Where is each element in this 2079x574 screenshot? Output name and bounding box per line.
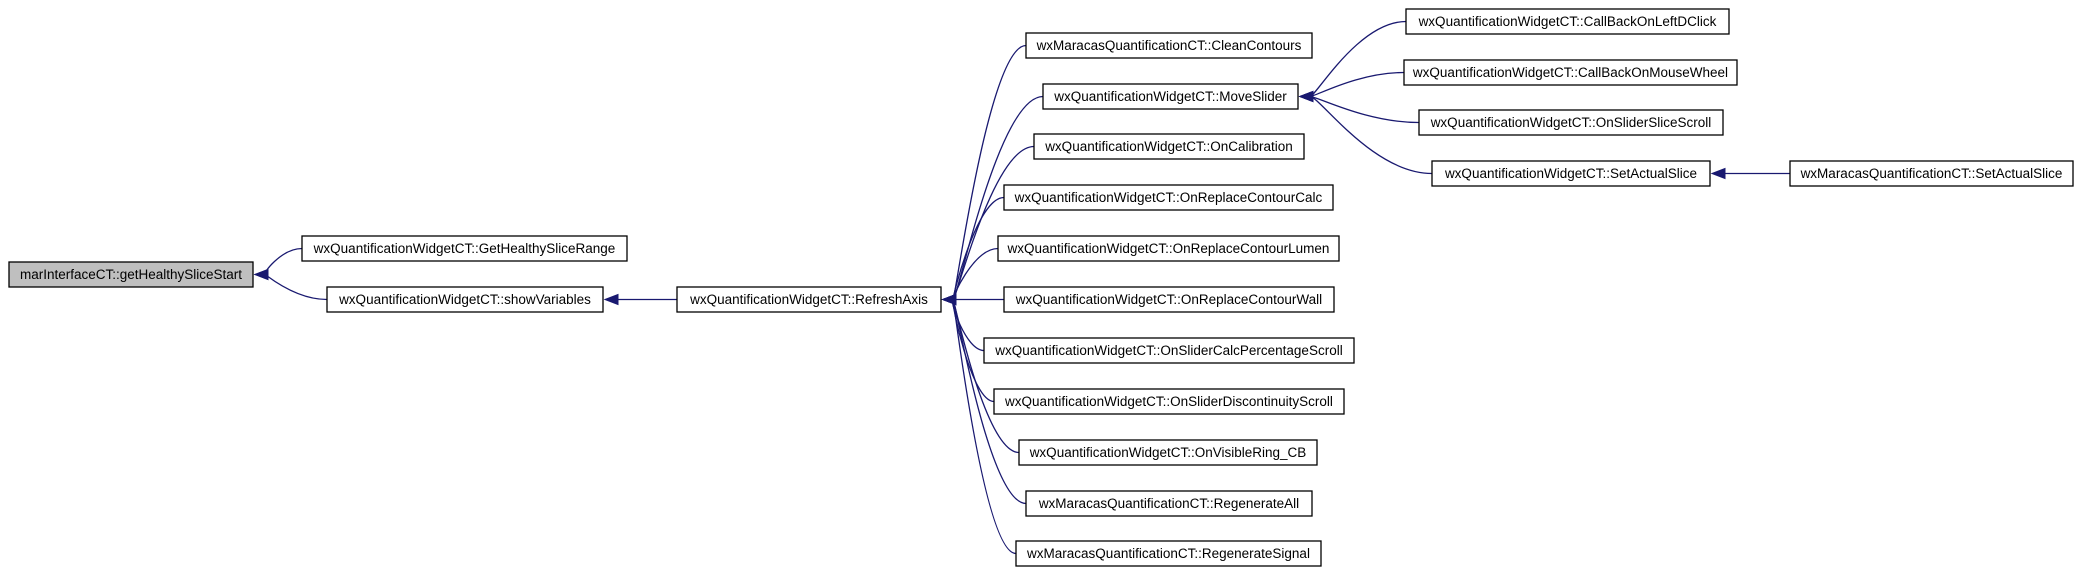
edge-n1-to-n0: [264, 247, 303, 276]
node-box[interactable]: [301, 235, 628, 262]
node-box[interactable]: [1033, 133, 1305, 160]
function-node[interactable]: wxQuantificationWidgetCT::showVariables: [326, 286, 604, 313]
edge-n17-to-n5: [1309, 95, 1420, 124]
node-box[interactable]: [326, 286, 604, 313]
function-node[interactable]: wxQuantificationWidgetCT::GetHealthySlic…: [301, 235, 628, 262]
function-node[interactable]: wxMaracasQuantificationCT::RegenerateAll: [1025, 490, 1313, 517]
function-node[interactable]: wxQuantificationWidgetCT::RefreshAxis: [676, 286, 942, 313]
node-box[interactable]: [1403, 59, 1738, 86]
function-node[interactable]: wxMaracasQuantificationCT::RegenerateSig…: [1015, 540, 1322, 567]
node-box[interactable]: [1003, 286, 1335, 313]
node-label: wxQuantificationWidgetCT::OnReplaceConto…: [1007, 241, 1330, 256]
node-label: wxQuantificationWidgetCT::GetHealthySlic…: [313, 241, 616, 256]
edge-n18-to-n5: [1309, 95, 1433, 175]
edge-n6-to-n3: [952, 145, 1035, 301]
node-label: wxQuantificationWidgetCT::showVariables: [338, 292, 591, 307]
node-label: wxMaracasQuantificationCT::RegenerateSig…: [1026, 546, 1310, 561]
function-node[interactable]: wxQuantificationWidgetCT::CallBackOnLeft…: [1405, 8, 1730, 35]
function-node[interactable]: wxQuantificationWidgetCT::OnCalibration: [1033, 133, 1305, 160]
function-node[interactable]: wxQuantificationWidgetCT::SetActualSlice: [1431, 160, 1711, 187]
node-label: wxQuantificationWidgetCT::SetActualSlice: [1444, 166, 1697, 181]
node-label: wxQuantificationWidgetCT::OnVisibleRing_…: [1029, 445, 1307, 460]
node-label: wxQuantificationWidgetCT::OnReplaceConto…: [1014, 190, 1323, 205]
node-box[interactable]: [1042, 83, 1299, 110]
arrowhead-n3-to-n2: [603, 293, 619, 306]
node-box[interactable]: [1418, 109, 1724, 136]
edge-n12-to-n3: [952, 298, 1020, 454]
node-box[interactable]: [1789, 160, 2074, 187]
edge-n13-to-n3: [952, 298, 1027, 505]
edge-n15-to-n5: [1309, 20, 1407, 98]
arrowhead-n18-to-n5: [1298, 90, 1314, 103]
node-box[interactable]: [676, 286, 942, 313]
node-label: wxQuantificationWidgetCT::OnSliderCalcPe…: [994, 343, 1342, 358]
arrowhead-n14-to-n3: [941, 293, 957, 306]
node-label: wxQuantificationWidgetCT::OnReplaceConto…: [1015, 292, 1322, 307]
node-label: wxQuantificationWidgetCT::OnCalibration: [1044, 139, 1293, 154]
node-box[interactable]: [1025, 32, 1313, 59]
node-label: wxMaracasQuantificationCT::CleanContours: [1036, 38, 1302, 53]
function-node[interactable]: wxQuantificationWidgetCT::OnSliderCalcPe…: [983, 337, 1355, 364]
node-box[interactable]: [1025, 490, 1313, 517]
function-node[interactable]: wxQuantificationWidgetCT::OnReplaceConto…: [997, 235, 1340, 262]
node-label: wxQuantificationWidgetCT::CallBackOnLeft…: [1418, 14, 1717, 29]
node-label: wxQuantificationWidgetCT::RefreshAxis: [689, 292, 928, 307]
root-function-node[interactable]: marInterfaceCT::getHealthySliceStart: [8, 261, 254, 288]
function-node[interactable]: wxQuantificationWidgetCT::OnSliderDiscon…: [993, 388, 1345, 415]
node-box[interactable]: [8, 261, 254, 288]
function-node[interactable]: wxQuantificationWidgetCT::MoveSlider: [1042, 83, 1299, 110]
arrowhead-n19-to-n18: [1710, 167, 1726, 180]
function-node[interactable]: wxQuantificationWidgetCT::OnReplaceConto…: [1003, 184, 1334, 211]
node-box[interactable]: [1018, 439, 1318, 466]
function-node[interactable]: wxQuantificationWidgetCT::OnSliderSliceS…: [1418, 109, 1724, 136]
node-box[interactable]: [993, 388, 1345, 415]
node-box[interactable]: [997, 235, 1340, 262]
node-label: wxQuantificationWidgetCT::MoveSlider: [1053, 89, 1287, 104]
node-layer: marInterfaceCT::getHealthySliceStartwxQu…: [8, 8, 2074, 567]
node-box[interactable]: [983, 337, 1355, 364]
function-node[interactable]: wxQuantificationWidgetCT::CallBackOnMous…: [1403, 59, 1738, 86]
function-node[interactable]: wxQuantificationWidgetCT::OnReplaceConto…: [1003, 286, 1335, 313]
node-box[interactable]: [1405, 8, 1730, 35]
node-label: wxQuantificationWidgetCT::CallBackOnMous…: [1412, 65, 1728, 80]
node-box[interactable]: [1003, 184, 1334, 211]
node-label: marInterfaceCT::getHealthySliceStart: [20, 267, 242, 282]
node-label: wxMaracasQuantificationCT::SetActualSlic…: [1800, 166, 2063, 181]
node-box[interactable]: [1015, 540, 1322, 567]
node-box[interactable]: [1431, 160, 1711, 187]
node-label: wxMaracasQuantificationCT::RegenerateAll: [1038, 496, 1299, 511]
function-node[interactable]: wxMaracasQuantificationCT::SetActualSlic…: [1789, 160, 2074, 187]
edge-n16-to-n5: [1309, 71, 1405, 98]
function-node[interactable]: wxMaracasQuantificationCT::CleanContours: [1025, 32, 1313, 59]
edge-n2-to-n0: [264, 273, 328, 301]
node-label: wxQuantificationWidgetCT::OnSliderDiscon…: [1004, 394, 1333, 409]
edge-n14-to-n3: [952, 298, 1017, 555]
node-label: wxQuantificationWidgetCT::OnSliderSliceS…: [1430, 115, 1712, 130]
arrowhead-n2-to-n0: [253, 268, 269, 281]
edge-layer: [253, 20, 1791, 555]
function-node[interactable]: wxQuantificationWidgetCT::OnVisibleRing_…: [1018, 439, 1318, 466]
